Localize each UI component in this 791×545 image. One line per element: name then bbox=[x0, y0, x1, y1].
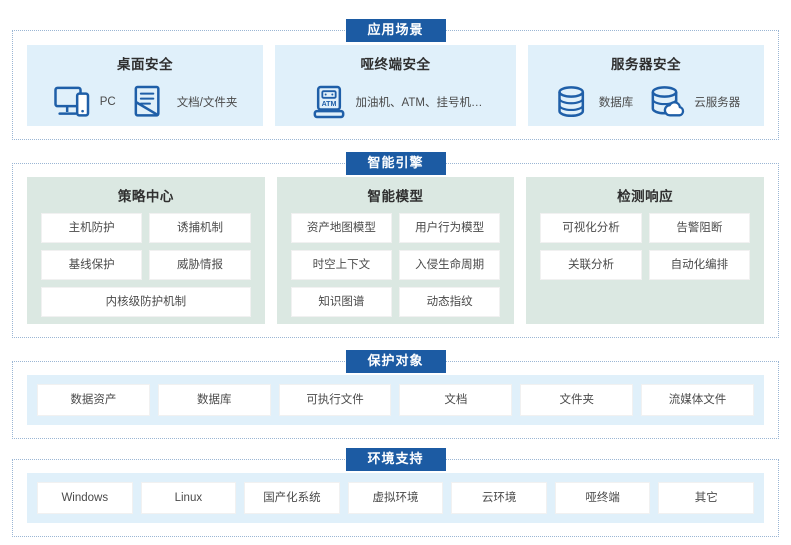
engine-chip[interactable]: 可视化分析 bbox=[540, 213, 642, 243]
engine-chip[interactable]: 入侵生命周期 bbox=[399, 250, 501, 280]
document-folder-icon bbox=[134, 85, 160, 117]
engine-card-title: 策略中心 bbox=[117, 189, 174, 204]
section-environment-support: 环境支持 Windows Linux 国产化系统 虚拟环境 云环境 哑终端 其它 bbox=[12, 448, 779, 537]
engine-card-intelligent-model[interactable]: 智能模型 资产地图模型 用户行为模型 时空上下文 入侵生命周期 知识图谱 动态指… bbox=[276, 177, 515, 324]
engine-chip[interactable]: 告警阻断 bbox=[648, 213, 750, 243]
environment-chip[interactable]: 云环境 bbox=[451, 482, 547, 514]
scenario-item-database[interactable]: 数据库 bbox=[552, 83, 634, 121]
engine-chip[interactable]: 诱捕机制 bbox=[149, 213, 251, 243]
scenario-card-dumb-terminal[interactable]: 哑终端安全 ATM 加油机、ATM、挂号机… bbox=[275, 45, 516, 126]
desktop-pc-icon bbox=[53, 86, 89, 117]
section-title-protected-objects: 保护对象 bbox=[345, 350, 446, 373]
environment-chip[interactable]: 其它 bbox=[658, 482, 755, 514]
protected-object-chip[interactable]: 可执行文件 bbox=[278, 384, 392, 416]
scenario-item-document[interactable]: 文档/文件夹 bbox=[130, 83, 238, 121]
engine-card-policy-center[interactable]: 策略中心 主机防护 诱捕机制 基线保护 威胁情报 内核级防护机制 bbox=[27, 177, 265, 324]
scenario-item-cloud-server[interactable]: 云服务器 bbox=[647, 83, 740, 121]
engine-chip-grid: 可视化分析 告警阻断 关联分析 自动化编排 bbox=[540, 213, 750, 280]
scenario-card-title: 哑终端安全 bbox=[360, 57, 431, 72]
database-icon bbox=[557, 86, 584, 117]
scenario-card-title: 桌面安全 bbox=[117, 57, 174, 72]
engine-chip[interactable]: 自动化编排 bbox=[648, 250, 750, 280]
scenario-item-pc[interactable]: PC bbox=[53, 83, 116, 121]
protected-object-chip[interactable]: 流媒体文件 bbox=[641, 384, 754, 416]
scenario-item-label: 云服务器 bbox=[694, 97, 741, 109]
engine-card-detection-response[interactable]: 检测响应 可视化分析 告警阻断 关联分析 自动化编排 bbox=[526, 177, 765, 324]
scenario-item-label: 数据库 bbox=[598, 97, 634, 109]
engine-chip[interactable]: 时空上下文 bbox=[290, 250, 392, 280]
section-protected-objects: 保护对象 数据资产 数据库 可执行文件 文档 文件夹 流媒体文件 bbox=[12, 350, 779, 439]
scenario-item-list: 数据库 云服务器 bbox=[528, 78, 764, 126]
section-title-environment-support: 环境支持 bbox=[345, 448, 446, 471]
engine-chip[interactable]: 主机防护 bbox=[41, 213, 143, 243]
protected-object-chip[interactable]: 文件夹 bbox=[520, 384, 634, 416]
environment-chip[interactable]: Windows bbox=[37, 482, 133, 514]
scenario-card-server[interactable]: 服务器安全 数据库 bbox=[527, 45, 764, 126]
protected-object-chip[interactable]: 数据库 bbox=[157, 384, 271, 416]
section-title-scenarios: 应用场景 bbox=[345, 19, 446, 42]
scenario-item-label: 加油机、ATM、挂号机… bbox=[355, 97, 483, 109]
scenario-card-title: 服务器安全 bbox=[610, 57, 681, 72]
section-engine: 智能引擎 策略中心 主机防护 诱捕机制 基线保护 威胁情报 内核级防护机制 智能… bbox=[12, 152, 779, 338]
engine-chip[interactable]: 关联分析 bbox=[540, 250, 642, 280]
environment-chip[interactable]: 虚拟环境 bbox=[347, 482, 444, 514]
cloud-server-icon bbox=[651, 86, 685, 117]
engine-card-title: 检测响应 bbox=[617, 189, 674, 204]
section-scenarios: 应用场景 桌面安全 PC bbox=[12, 19, 779, 140]
scenario-card-row: 桌面安全 PC bbox=[13, 31, 778, 139]
engine-card-row: 策略中心 主机防护 诱捕机制 基线保护 威胁情报 内核级防护机制 智能模型 资产… bbox=[13, 164, 778, 337]
engine-chip[interactable]: 基线保护 bbox=[41, 250, 143, 280]
scenario-item-list: ATM 加油机、ATM、挂号机… bbox=[275, 78, 516, 126]
engine-chip[interactable]: 威胁情报 bbox=[149, 250, 251, 280]
environment-chip-strip: Windows Linux 国产化系统 虚拟环境 云环境 哑终端 其它 bbox=[27, 473, 764, 523]
engine-chip[interactable]: 动态指纹 bbox=[399, 287, 501, 317]
protected-object-strip: 数据资产 数据库 可执行文件 文档 文件夹 流媒体文件 bbox=[27, 375, 764, 425]
engine-chip[interactable]: 用户行为模型 bbox=[399, 213, 501, 243]
engine-chip[interactable]: 资产地图模型 bbox=[290, 213, 392, 243]
scenario-item-list: PC 文档/文件夹 bbox=[27, 78, 263, 126]
protected-object-chip[interactable]: 数据资产 bbox=[37, 384, 150, 416]
atm-terminal-icon: ATM bbox=[313, 85, 344, 119]
engine-card-title: 智能模型 bbox=[367, 189, 424, 204]
scenario-item-atm[interactable]: ATM 加油机、ATM、挂号机… bbox=[309, 83, 483, 121]
scenario-item-label: 文档/文件夹 bbox=[176, 97, 238, 109]
engine-chip[interactable]: 内核级防护机制 bbox=[41, 287, 251, 317]
svg-text:ATM: ATM bbox=[321, 100, 336, 108]
engine-chip[interactable]: 知识图谱 bbox=[290, 287, 392, 317]
environment-chip[interactable]: Linux bbox=[140, 482, 237, 514]
section-title-engine: 智能引擎 bbox=[345, 152, 446, 175]
scenario-card-desktop[interactable]: 桌面安全 PC bbox=[27, 45, 264, 126]
scenario-item-label: PC bbox=[99, 96, 116, 108]
environment-chip[interactable]: 哑终端 bbox=[554, 482, 651, 514]
protected-object-chip[interactable]: 文档 bbox=[399, 384, 513, 416]
engine-chip-grid: 资产地图模型 用户行为模型 时空上下文 入侵生命周期 知识图谱 动态指纹 bbox=[290, 213, 501, 317]
engine-chip-grid: 主机防护 诱捕机制 基线保护 威胁情报 内核级防护机制 bbox=[41, 213, 251, 317]
environment-chip[interactable]: 国产化系统 bbox=[244, 482, 340, 514]
